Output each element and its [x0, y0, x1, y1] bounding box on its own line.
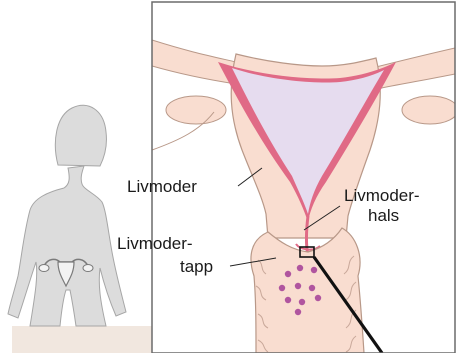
cell — [285, 271, 291, 277]
zoom-panel — [152, 2, 457, 353]
right-ovary — [402, 96, 457, 124]
label-cervix-opening-line1: Livmoder- — [117, 234, 193, 253]
cell — [309, 285, 315, 291]
body-figure — [8, 105, 152, 353]
cell — [279, 285, 285, 291]
left-ovary — [166, 96, 226, 124]
cell — [297, 265, 303, 271]
floor — [12, 326, 152, 353]
label-cervix-line2: hals — [368, 206, 399, 225]
label-cervix-line1: Livmoder- — [344, 186, 420, 205]
label-cervix-opening-line2: tapp — [180, 257, 213, 276]
cell — [299, 299, 305, 305]
label-uterus: Livmoder — [127, 177, 197, 196]
cell — [311, 267, 317, 273]
cell — [285, 297, 291, 303]
cell — [315, 295, 321, 301]
cell — [295, 309, 301, 315]
cell — [295, 283, 301, 289]
